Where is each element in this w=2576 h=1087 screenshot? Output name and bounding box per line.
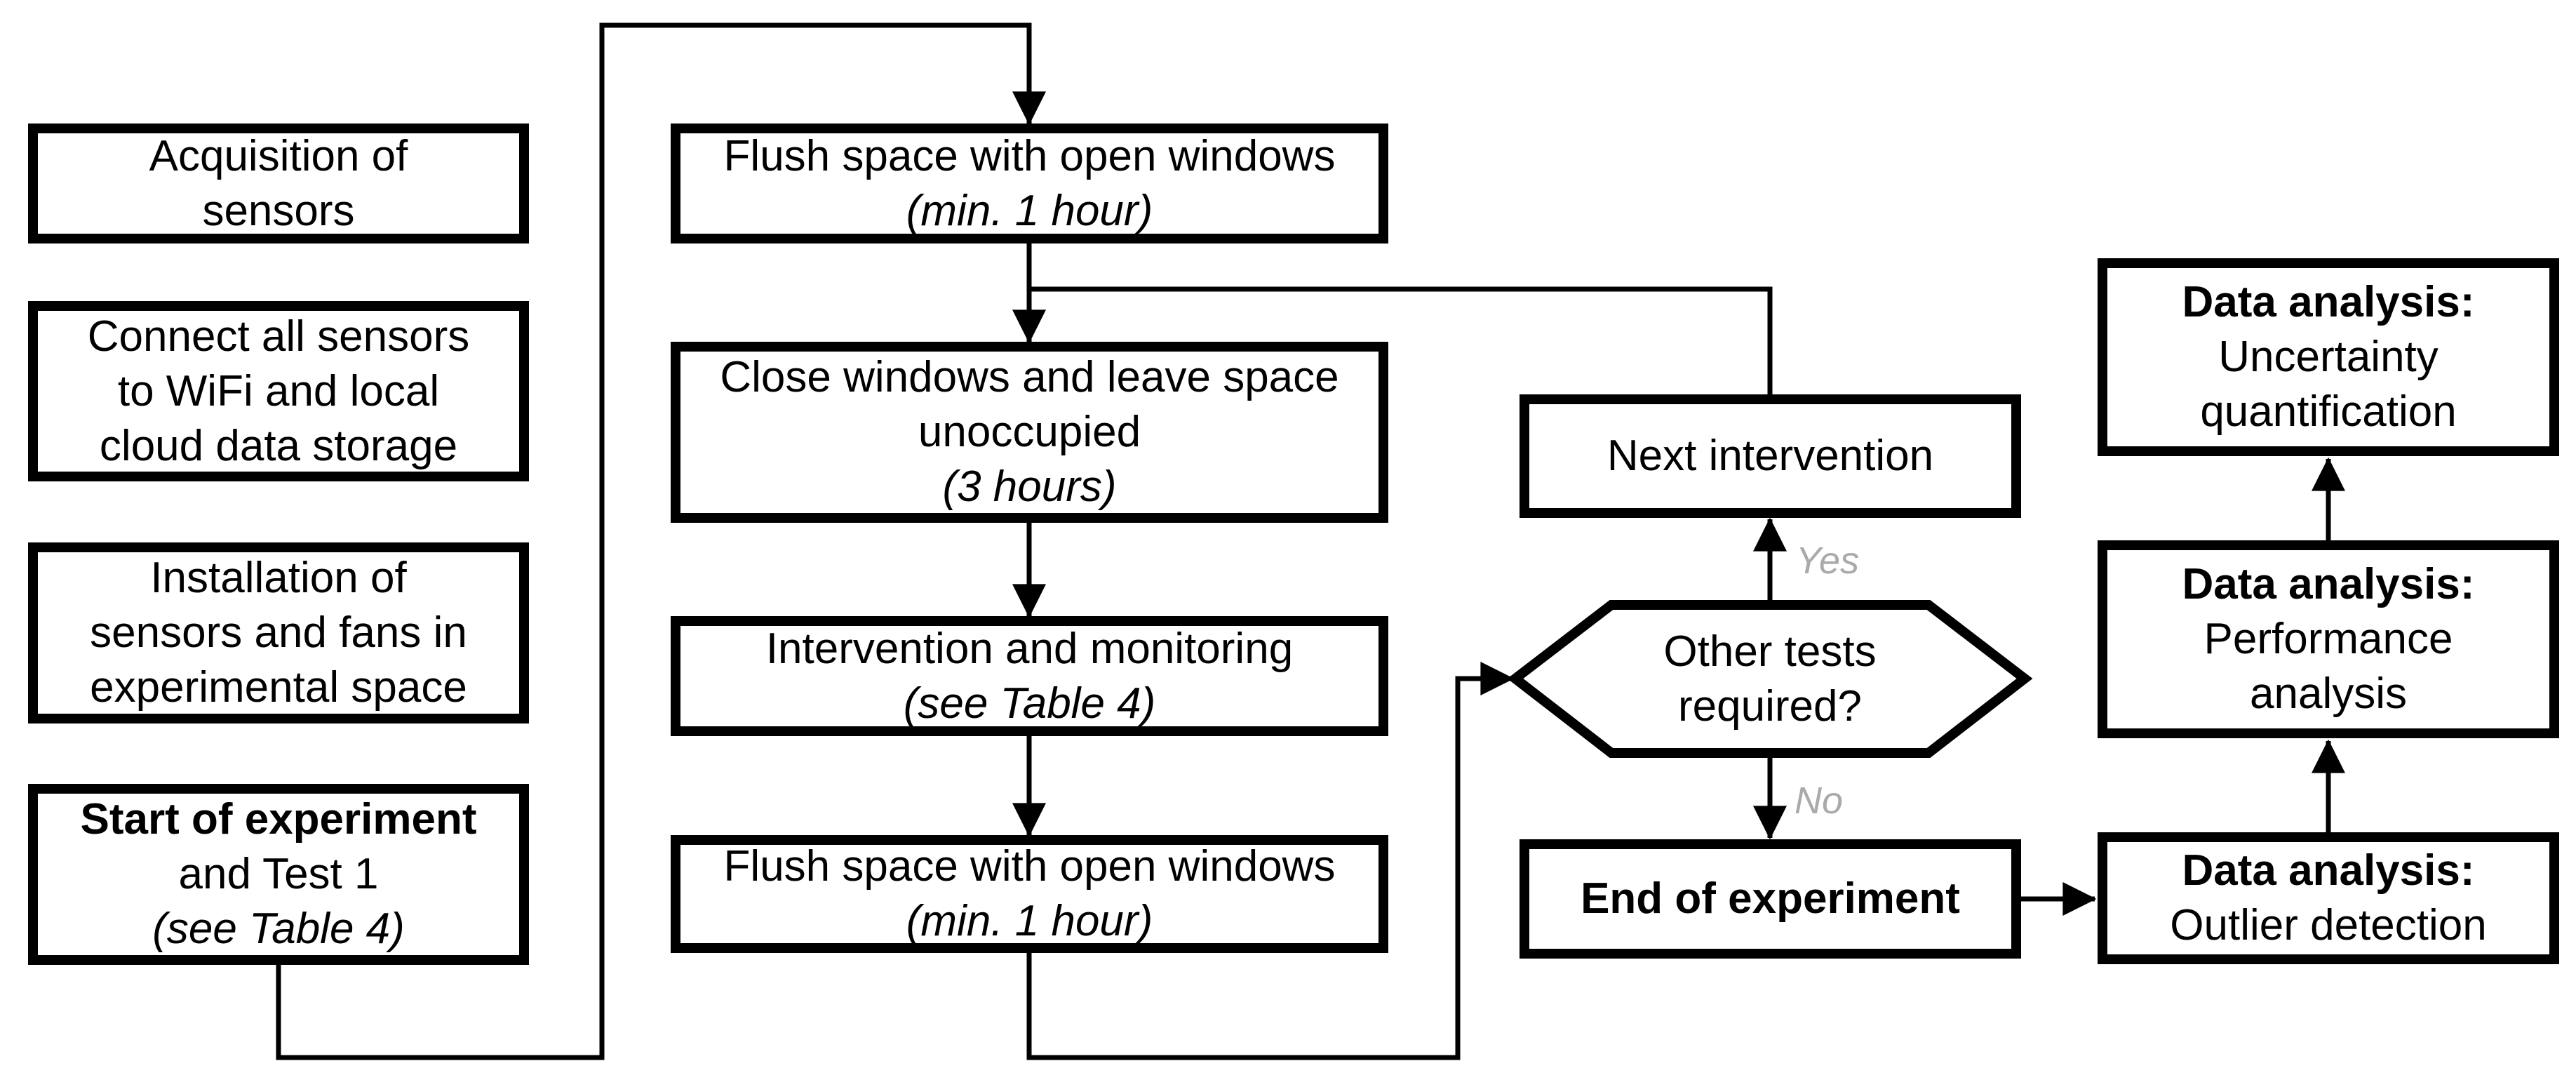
node-line: Next intervention — [1606, 432, 1934, 480]
edge-label-yes: Yes — [1796, 540, 1860, 582]
node-data-analysis-performance-analysis: Data analysis: Performance analysis — [2098, 540, 2559, 738]
node-line: Data analysis: — [2182, 278, 2475, 326]
node-line: Data analysis: — [2182, 846, 2475, 895]
node-line: and Test 1 — [178, 850, 379, 898]
node-line: (min. 1 hour) — [906, 897, 1153, 945]
node-line: Acquisition of — [149, 131, 408, 180]
node-line: (see Table 4) — [152, 905, 405, 953]
node-line: Uncertainty — [2218, 333, 2439, 381]
connector-next-to-close-merge — [1029, 286, 1773, 394]
node-other-tests-decision: Other tests required? — [1515, 605, 2025, 753]
node-line: cloud data storage — [99, 421, 458, 470]
node-line: Outlier detection — [2170, 901, 2487, 949]
decision-hexagon-shape — [1507, 600, 2033, 758]
edge-label-no: No — [1795, 780, 1844, 822]
node-line: (3 hours) — [942, 462, 1117, 511]
node-line: required? — [1678, 681, 1862, 731]
node-flush-space-open-windows-1: Flush space with open windows (min. 1 ho… — [671, 124, 1388, 244]
node-data-analysis-outlier-detection: Data analysis: Outlier detection — [2098, 832, 2559, 964]
connector-start-to-flush1 — [276, 22, 1046, 1060]
node-close-windows-unoccupied: Close windows and leave space unoccupied… — [671, 342, 1388, 523]
node-line: experimental space — [90, 663, 467, 712]
node-line: Performance — [2203, 615, 2453, 663]
node-line: End of experiment — [1581, 874, 1960, 923]
node-connect-sensors-wifi: Connect all sensors to WiFi and local cl… — [28, 301, 529, 481]
node-line: (min. 1 hour) — [906, 186, 1153, 235]
node-line: Flush space with open windows — [723, 131, 1336, 180]
node-line: sensors — [202, 186, 355, 235]
node-line: (see Table 4) — [903, 679, 1156, 728]
node-line: Installation of — [150, 554, 407, 602]
node-line: Flush space with open windows — [723, 842, 1336, 891]
node-line: Intervention and monitoring — [765, 624, 1294, 673]
node-line: Start of experiment — [80, 795, 477, 843]
node-end-of-experiment: End of experiment — [1520, 839, 2021, 959]
node-line: analysis — [2250, 669, 2407, 718]
node-line: Other tests — [1663, 627, 1877, 676]
node-line: unoccupied — [918, 408, 1141, 456]
node-line: Connect all sensors — [87, 312, 470, 361]
node-installation-sensors-fans: Installation of sensors and fans in expe… — [28, 542, 529, 723]
node-line: quantification — [2200, 387, 2457, 436]
node-line: Data analysis: — [2182, 560, 2475, 608]
node-line: sensors and fans in — [90, 608, 467, 657]
node-next-intervention: Next intervention — [1520, 394, 2021, 518]
node-intervention-and-monitoring: Intervention and monitoring (see Table 4… — [671, 616, 1388, 736]
node-line: Close windows and leave space — [720, 353, 1339, 401]
connector-flush2-to-decision — [1026, 662, 1515, 1060]
node-data-analysis-uncertainty-quantification: Data analysis: Uncertainty quantificatio… — [2098, 258, 2559, 456]
node-acquisition-of-sensors: Acquisition of sensors — [28, 124, 529, 244]
node-start-of-experiment: Start of experiment and Test 1 (see Tabl… — [28, 784, 529, 965]
node-line: to WiFi and local — [117, 366, 440, 415]
node-flush-space-open-windows-2: Flush space with open windows (min. 1 ho… — [671, 835, 1388, 953]
